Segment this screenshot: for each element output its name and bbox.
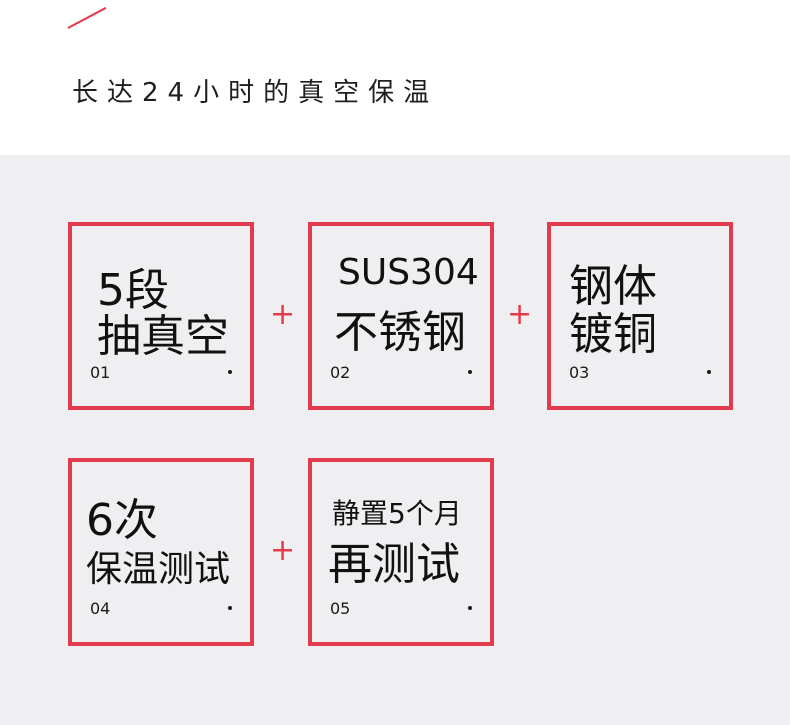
card-2-line2: 不锈钢 <box>334 307 466 358</box>
card-3-dot <box>707 370 711 374</box>
card-3-number: 03 <box>569 363 590 382</box>
feature-card-3: 钢体 镀铜 03 <box>547 222 733 410</box>
card-5-dot <box>468 606 472 610</box>
card-5-line1: 静置5个月 <box>332 497 462 530</box>
headline: 长达24小时的真空保温 <box>72 78 439 108</box>
card-2-line1: SUS304 <box>338 252 479 293</box>
card-4-dot <box>228 606 232 610</box>
plus-sign-3: + <box>270 533 296 568</box>
header: 长达24小时的真空保温 <box>0 0 790 155</box>
card-4-line2: 保温测试 <box>86 549 231 590</box>
plus-sign-1: + <box>270 297 296 332</box>
card-1-line2: 抽真空 <box>97 311 229 362</box>
card-2-number: 02 <box>330 363 351 382</box>
plus-sign-2: + <box>507 297 533 332</box>
card-1-number: 01 <box>90 363 111 382</box>
card-4-number: 04 <box>90 599 111 618</box>
card-5-number: 05 <box>330 599 351 618</box>
card-5-line2: 再测试 <box>328 539 460 590</box>
card-3-line1: 钢体 <box>569 261 657 312</box>
feature-card-1: 5段 抽真空 01 <box>68 222 254 410</box>
card-3-line2: 镀铜 <box>569 309 657 360</box>
feature-card-5: 静置5个月 再测试 05 <box>308 458 494 646</box>
card-1-dot <box>228 370 232 374</box>
accent-slash <box>67 6 107 29</box>
feature-card-2: SUS304 不锈钢 02 <box>308 222 494 410</box>
card-1-line1: 5段 <box>97 265 169 316</box>
card-4-line1: 6次 <box>86 495 158 546</box>
feature-card-4: 6次 保温测试 04 <box>68 458 254 646</box>
card-2-dot <box>468 370 472 374</box>
